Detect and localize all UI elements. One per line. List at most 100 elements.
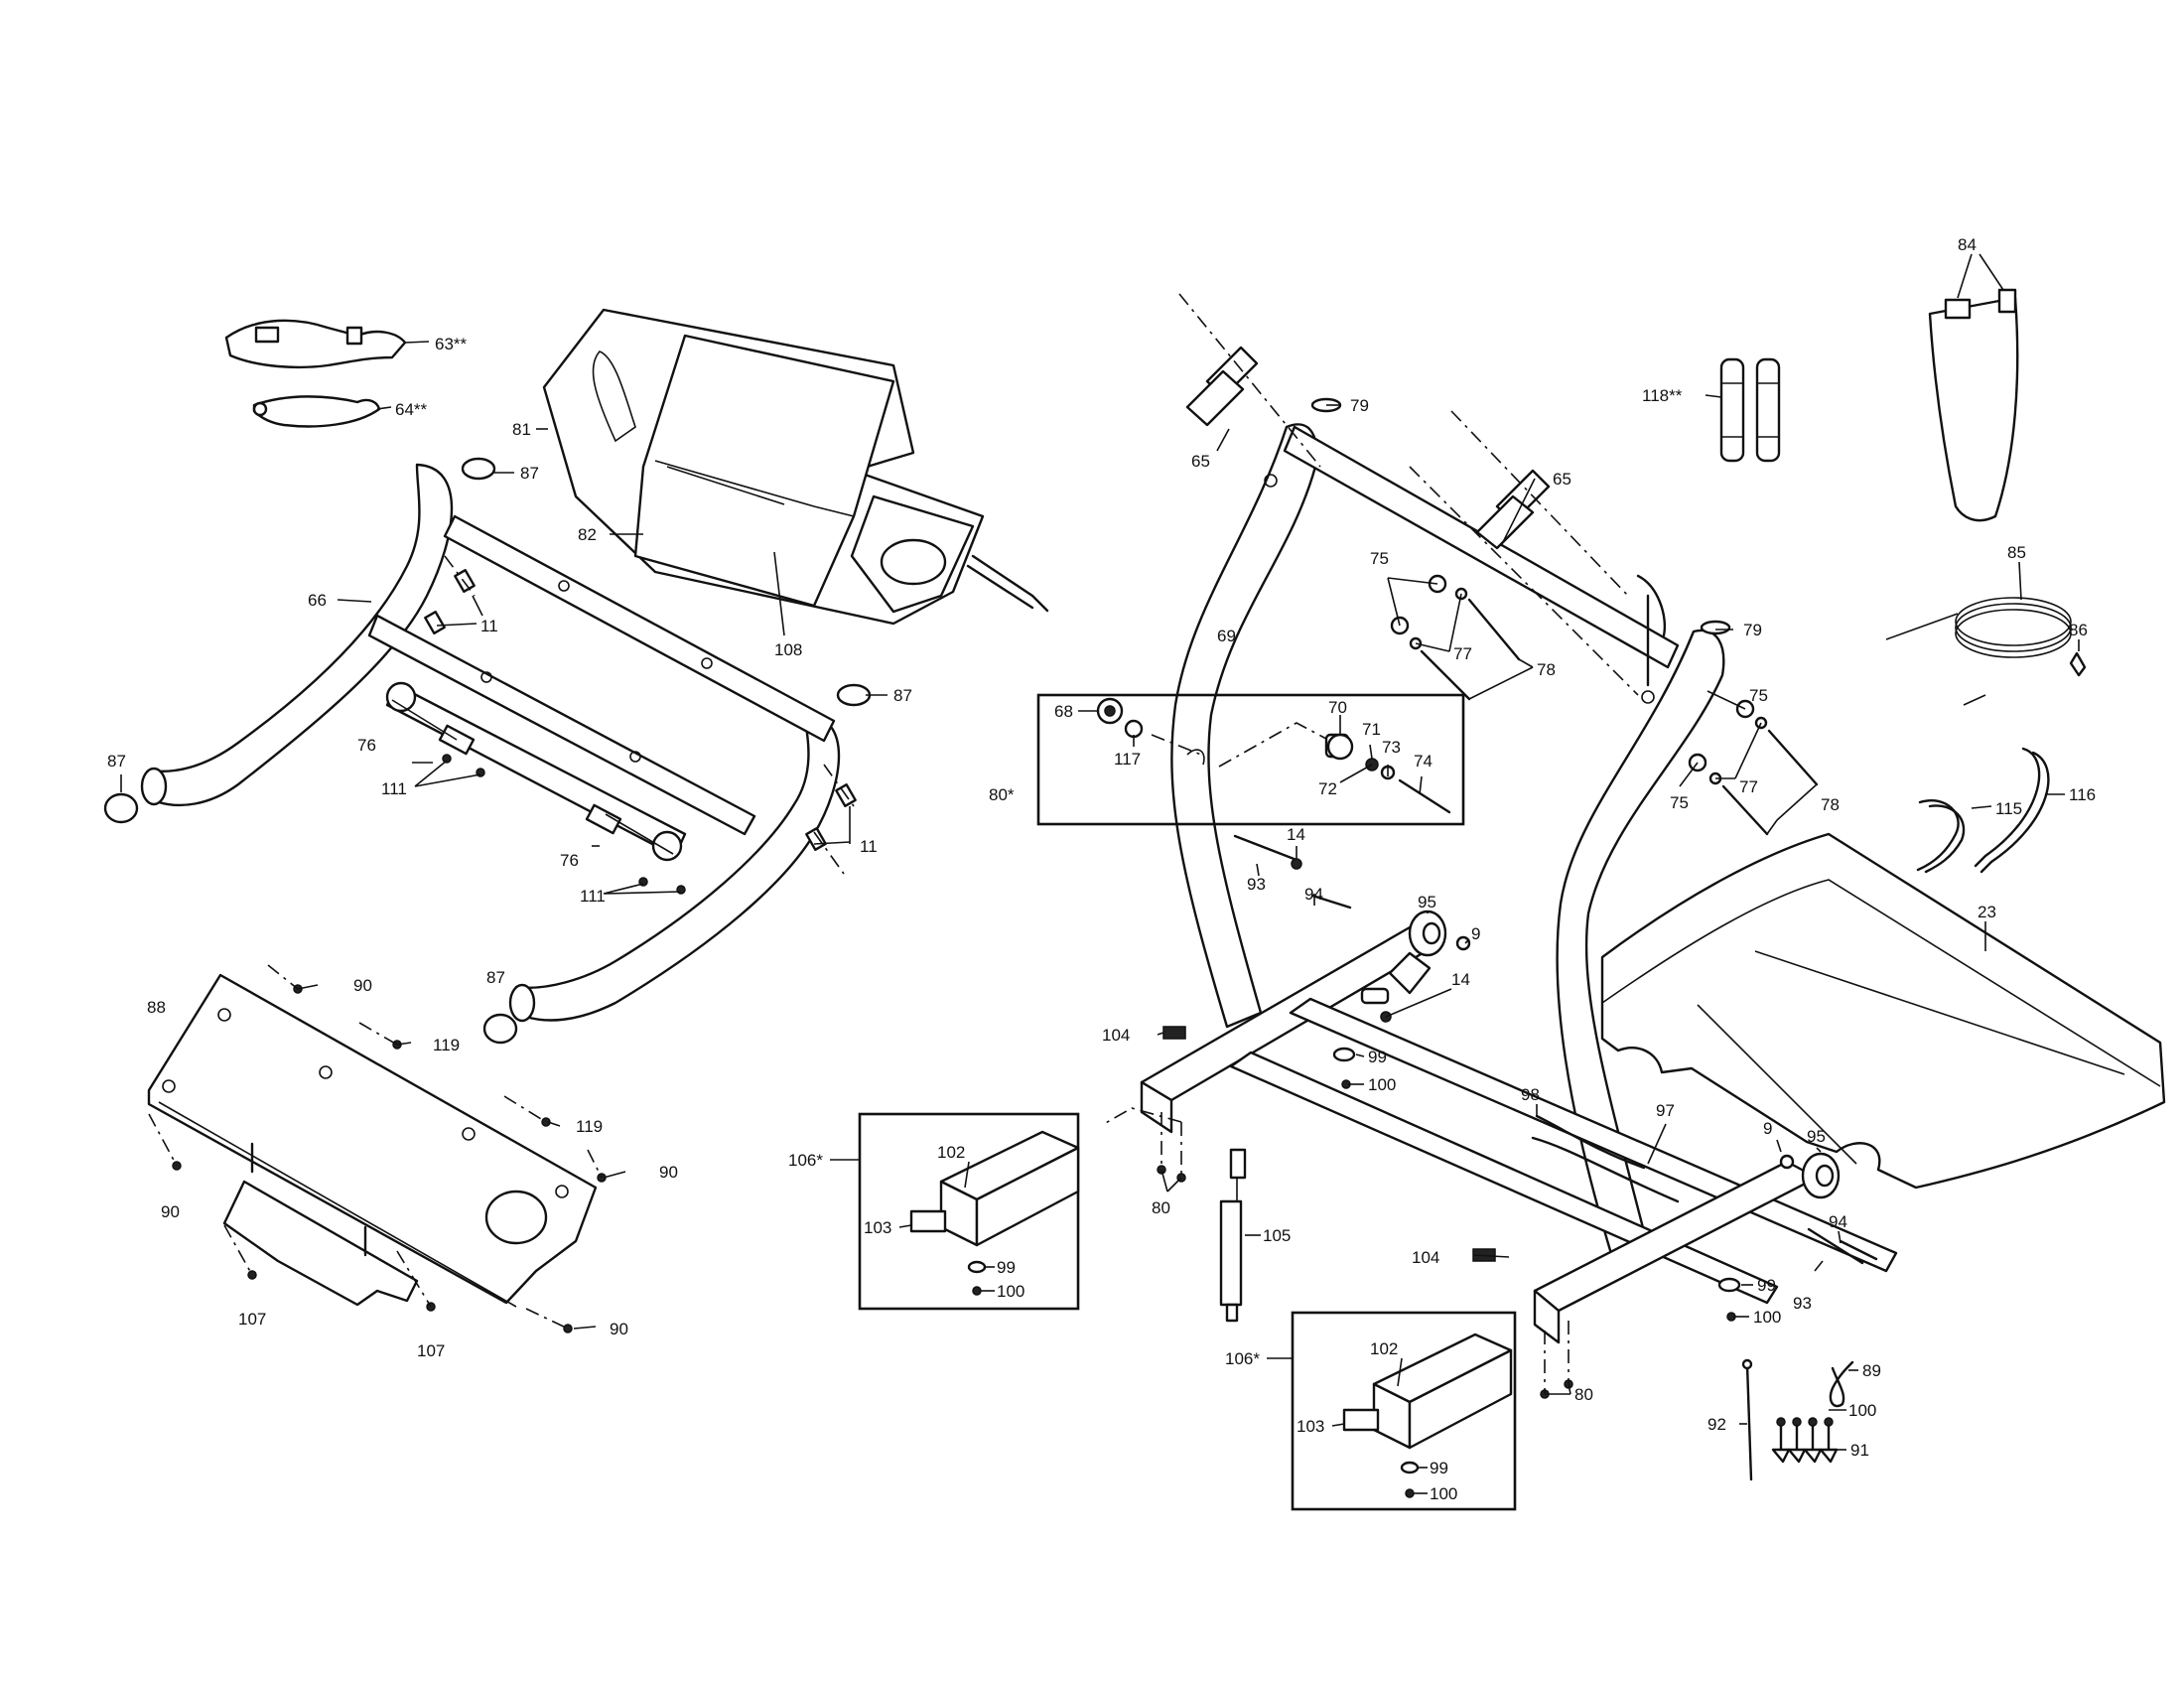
callout-73: 73 xyxy=(1382,738,1401,757)
deck-23 xyxy=(1600,832,2166,1190)
dumbbells-118 xyxy=(1719,357,1781,463)
callout-95-lower: 95 xyxy=(1807,1127,1826,1146)
callout-116: 116 xyxy=(2069,785,2096,804)
callout-86: 86 xyxy=(2069,621,2088,639)
chest-strap-63 xyxy=(224,319,407,369)
callout-82: 82 xyxy=(578,525,597,544)
callout-107-left: 107 xyxy=(238,1310,266,1329)
console-overlay-82 xyxy=(633,334,895,608)
callout-90-bottom: 90 xyxy=(610,1320,628,1338)
callout-102-lower: 102 xyxy=(1370,1339,1398,1358)
callout-79-right: 79 xyxy=(1743,621,1762,639)
callout-97: 97 xyxy=(1656,1101,1675,1120)
callout-90-left: 90 xyxy=(161,1202,180,1221)
wire-harness xyxy=(1636,574,1667,687)
callout-80-upper: 80 xyxy=(1152,1198,1170,1217)
callout-99-frame-upper: 99 xyxy=(1368,1048,1387,1066)
callout-85: 85 xyxy=(2007,543,2026,562)
callout-77-upper: 77 xyxy=(1453,644,1472,663)
callout-91: 91 xyxy=(1850,1441,1869,1460)
callout-11-left: 11 xyxy=(480,617,498,635)
callout-119-top: 119 xyxy=(433,1036,460,1054)
callout-89: 89 xyxy=(1862,1361,1881,1380)
callout-99-frame-lower: 99 xyxy=(1757,1276,1776,1295)
callout-92: 92 xyxy=(1707,1415,1726,1434)
callout-87-right: 87 xyxy=(893,686,912,705)
callout-labels: 63** 64** 81 82 108 87 87 87 87 66 11 11… xyxy=(107,235,2096,1503)
wheel-95-upper xyxy=(1408,910,1471,957)
bolt-set-75-77-78-lower xyxy=(1688,699,1819,836)
screw-kit-91-100 xyxy=(1771,1417,1839,1464)
callout-23: 23 xyxy=(1978,903,1996,921)
callout-71: 71 xyxy=(1362,720,1381,739)
callout-88: 88 xyxy=(147,998,166,1017)
callout-87-left: 87 xyxy=(107,752,126,771)
callout-78-upper: 78 xyxy=(1537,660,1556,679)
callout-106-upper: 106* xyxy=(788,1151,823,1170)
callout-93-upper: 93 xyxy=(1247,875,1266,894)
callout-90-top: 90 xyxy=(353,976,372,995)
cable-85 xyxy=(1885,597,2072,706)
clip-11-set xyxy=(424,555,857,875)
motor-hood-88 xyxy=(147,973,598,1308)
detail-box-80 xyxy=(1036,693,1465,826)
wrench-92 xyxy=(1741,1358,1753,1481)
bolt-set-75-77-78-upper xyxy=(1390,574,1521,701)
callout-65-left: 65 xyxy=(1191,452,1210,471)
callout-94-upper: 94 xyxy=(1304,885,1323,904)
chest-strap-64 xyxy=(252,395,381,428)
detail-box-106-lower xyxy=(1291,1311,1517,1511)
pulse-grip-65-left xyxy=(1178,293,1321,468)
callout-74: 74 xyxy=(1414,752,1433,771)
callout-76-right: 76 xyxy=(560,851,579,870)
callout-80-detail: 80* xyxy=(989,785,1015,804)
callout-63: 63** xyxy=(435,335,468,353)
washer-99-bolt-100-frame xyxy=(1103,1047,1741,1322)
shock-105 xyxy=(1219,1148,1247,1323)
callout-106-lower: 106* xyxy=(1225,1349,1260,1368)
callout-99-detail-lower: 99 xyxy=(1430,1459,1448,1477)
callout-77-lower: 77 xyxy=(1739,777,1758,796)
leader-lines xyxy=(120,253,2080,1494)
axle-bolt-set xyxy=(1233,834,1878,1265)
callout-111-right: 111 xyxy=(580,887,606,906)
callout-14-lower: 14 xyxy=(1451,970,1470,989)
wheel-95-lower xyxy=(1779,1152,1841,1199)
callout-100-detail-lower: 100 xyxy=(1430,1484,1457,1503)
callout-104-lower: 104 xyxy=(1412,1248,1439,1267)
callout-115: 115 xyxy=(1995,799,2022,818)
callout-100-frame-upper: 100 xyxy=(1368,1075,1396,1094)
callout-102-upper: 102 xyxy=(937,1143,965,1162)
callout-104-upper: 104 xyxy=(1102,1026,1130,1045)
callout-65-right: 65 xyxy=(1553,470,1571,489)
detail-box-106-upper xyxy=(858,1112,1080,1311)
safety-pouch-84 xyxy=(1928,288,2019,522)
callout-93-lower: 93 xyxy=(1793,1294,1812,1313)
callout-80-lower: 80 xyxy=(1574,1385,1593,1404)
callout-111-left: 111 xyxy=(381,779,407,798)
callout-11-right: 11 xyxy=(860,837,878,856)
callout-64: 64** xyxy=(395,400,428,419)
callout-87-bottom: 87 xyxy=(486,968,505,987)
callout-81: 81 xyxy=(512,420,531,439)
extension-102-upper xyxy=(909,1130,1080,1296)
callout-72: 72 xyxy=(1318,779,1337,798)
pulse-grip-65-right xyxy=(1409,410,1639,696)
callout-105: 105 xyxy=(1263,1226,1291,1245)
callout-75-right: 75 xyxy=(1749,686,1768,705)
callout-100-frame-lower: 100 xyxy=(1753,1308,1781,1327)
callout-94-lower: 94 xyxy=(1829,1212,1847,1231)
wire-98-97 xyxy=(1531,1114,1680,1203)
callout-78-lower: 78 xyxy=(1821,795,1840,814)
strap-116 xyxy=(1974,747,2050,874)
end-cap-87-set xyxy=(103,457,872,1045)
connector-86 xyxy=(2069,651,2087,677)
callout-100-detail-upper: 100 xyxy=(997,1282,1024,1301)
tie-89 xyxy=(1829,1360,1854,1408)
callout-79-top: 79 xyxy=(1350,396,1369,415)
extension-102-lower xyxy=(1342,1333,1513,1498)
callout-107-right: 107 xyxy=(417,1341,445,1360)
callout-68: 68 xyxy=(1054,702,1073,721)
upright-frame-69 xyxy=(1170,423,1725,1259)
